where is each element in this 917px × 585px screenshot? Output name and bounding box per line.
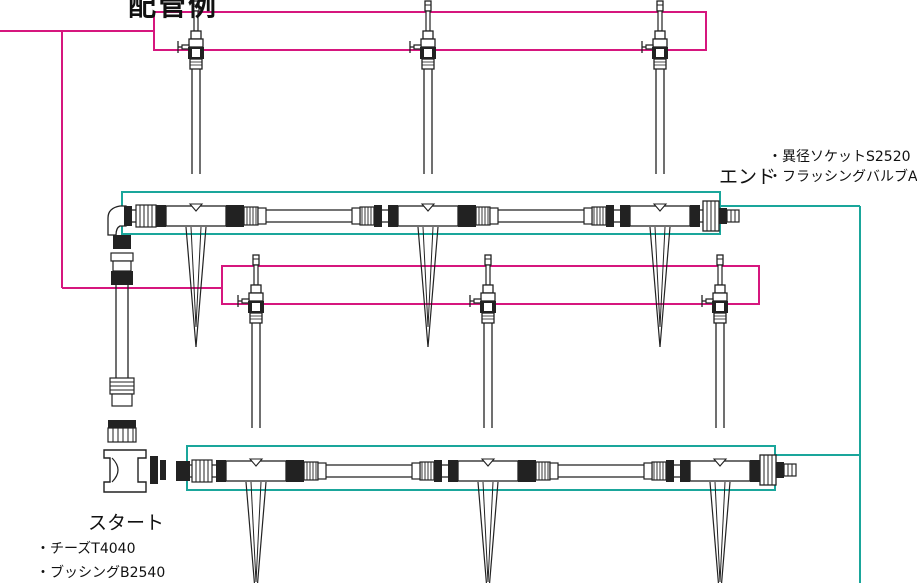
stake-icon bbox=[417, 226, 439, 348]
end-label: エンド bbox=[719, 166, 777, 188]
sprinkler-riser-icon bbox=[701, 254, 729, 429]
coupler-icon bbox=[235, 204, 267, 228]
tee-fitting-icon bbox=[155, 203, 237, 228]
tee-fitting-icon bbox=[387, 203, 469, 228]
end-part-item: ・異径ソケットS2520 bbox=[768, 149, 911, 165]
tee-fitting-icon bbox=[447, 458, 529, 483]
start-part-item: ・チーズT4040 bbox=[36, 541, 136, 557]
stake-icon bbox=[245, 481, 267, 583]
vertical-feed-pipe bbox=[107, 252, 137, 443]
coupler-icon bbox=[527, 459, 559, 483]
end-part-item: ・フラッシングバルブA bbox=[768, 169, 917, 185]
flushing-valve-icon bbox=[759, 454, 797, 486]
coupler-icon bbox=[643, 459, 675, 483]
stake-icon bbox=[709, 481, 731, 583]
lower-header-assembly bbox=[190, 254, 797, 583]
coupler-icon bbox=[295, 459, 327, 483]
sprinkler-riser-icon bbox=[641, 0, 669, 175]
tee-fitting-icon bbox=[215, 458, 297, 483]
sprinkler-riser-icon bbox=[177, 0, 205, 175]
tee-fitting-icon bbox=[679, 458, 761, 483]
sprinkler-riser-icon bbox=[469, 254, 497, 429]
sprinkler-riser-icon bbox=[237, 254, 265, 429]
sprinkler-riser-icon bbox=[409, 0, 437, 175]
start-parts-list: ・チーズT4040 ・ブッシングB2540 bbox=[36, 537, 165, 585]
stake-icon bbox=[649, 226, 671, 348]
coupler-icon bbox=[583, 204, 615, 228]
start-label: スタート bbox=[88, 512, 165, 534]
upper-header-assembly bbox=[107, 0, 740, 348]
coupler-icon bbox=[467, 204, 499, 228]
coupler-icon bbox=[411, 459, 443, 483]
coupler-icon bbox=[351, 204, 383, 228]
diagram-title: 配管例 bbox=[128, 0, 219, 22]
start-tee bbox=[103, 449, 190, 493]
end-parts-list: ・異径ソケットS2520 ・フラッシングバルブA bbox=[768, 147, 917, 187]
start-part-item: ・ブッシングB2540 bbox=[36, 565, 166, 581]
stake-icon bbox=[477, 481, 499, 583]
tee-fitting-icon bbox=[619, 203, 701, 228]
